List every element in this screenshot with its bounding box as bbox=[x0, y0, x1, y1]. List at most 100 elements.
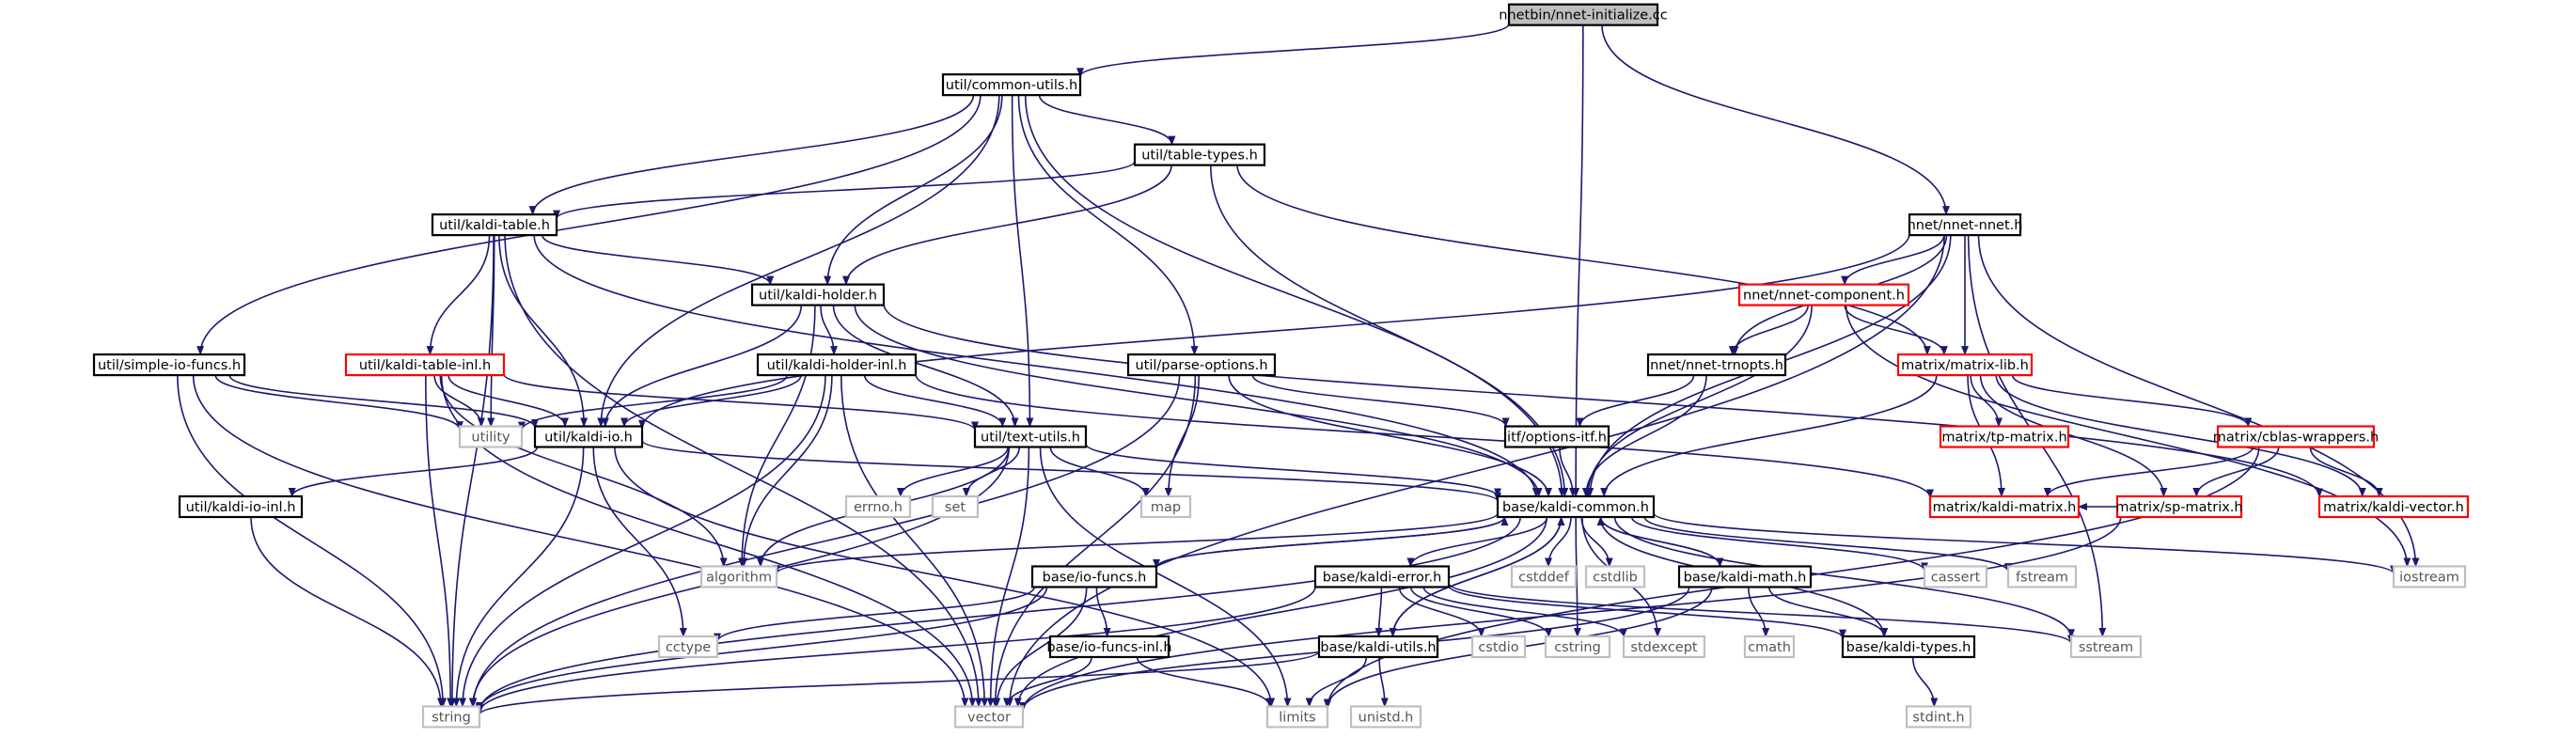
node-kaldi-common[interactable]: base/kaldi-common.h bbox=[1496, 494, 1656, 519]
node-sp-matrix[interactable]: matrix/sp-matrix.h bbox=[2115, 494, 2243, 519]
node-box bbox=[2006, 565, 2078, 588]
edge-text-utils-to-errno bbox=[896, 447, 1009, 497]
node-label: util/kaldi-io-inl.h bbox=[186, 500, 296, 515]
edge-table-types-to-matrix-lib bbox=[1236, 165, 1931, 356]
node-io-funcs-inl[interactable]: base/io-funcs-inl.h bbox=[1046, 635, 1172, 659]
edge-kaldi-io-to-limits bbox=[614, 447, 1276, 708]
node-cstdlib: cstdlib bbox=[1584, 565, 1646, 588]
node-label: fstream bbox=[2016, 570, 2068, 585]
node-iostream: iostream bbox=[2392, 565, 2467, 588]
node-box bbox=[2392, 565, 2467, 588]
node-kaldi-io-inl[interactable]: util/kaldi-io-inl.h bbox=[178, 494, 304, 519]
edge-kaldi-error-to-cstdio bbox=[1398, 587, 1485, 637]
node-label: vector bbox=[967, 710, 1011, 725]
edge-kaldi-holder-to-kaldi-io bbox=[601, 305, 803, 428]
edge-kaldi-table-to-kaldi-io bbox=[498, 235, 589, 428]
node-label: cassert bbox=[1931, 570, 1981, 585]
node-label: nnet/nnet-trnopts.h bbox=[1650, 358, 1783, 373]
node-parse-options[interactable]: util/parse-options.h bbox=[1126, 353, 1277, 377]
node-label: map bbox=[1151, 500, 1181, 515]
edge-kaldi-holder-to-kaldi-vector bbox=[883, 304, 2323, 498]
node-kaldi-types[interactable]: base/kaldi-types.h bbox=[1841, 635, 1976, 659]
node-vector: vector bbox=[953, 705, 1025, 729]
node-box bbox=[1939, 425, 2070, 448]
node-kaldi-matrix[interactable]: matrix/kaldi-matrix.h bbox=[1928, 494, 2081, 519]
edge-common-utils-to-kaldi-table bbox=[528, 95, 975, 216]
node-algorithm: algorithm bbox=[699, 565, 778, 588]
node-box bbox=[1928, 494, 2081, 519]
node-kaldi-io[interactable]: util/kaldi-io.h bbox=[533, 425, 644, 448]
edge-nnet-component-to-nnet-trnopts bbox=[1728, 305, 1809, 356]
node-box bbox=[1905, 705, 1972, 729]
edge-sp-matrix-to-vector bbox=[1019, 516, 2122, 713]
node-nnet-trnopts[interactable]: nnet/nnet-trnopts.h bbox=[1646, 353, 1787, 377]
node-box bbox=[2115, 494, 2243, 519]
node-kaldi-table-inl[interactable]: util/kaldi-table-inl.h bbox=[344, 353, 506, 377]
node-box bbox=[657, 635, 719, 659]
node-kaldi-table[interactable]: util/kaldi-table.h bbox=[431, 213, 558, 237]
node-cstring: cstring bbox=[1544, 635, 1611, 659]
node-nnet-initialize[interactable]: nnetbin/nnet-initialize.cc bbox=[1499, 3, 1668, 26]
edge-text-utils-to-kaldi-common bbox=[1085, 443, 1501, 498]
node-io-funcs[interactable]: base/io-funcs.h bbox=[1030, 565, 1158, 588]
edge-common-utils-to-table-types bbox=[1038, 94, 1176, 146]
node-box bbox=[533, 425, 644, 448]
edge-kaldi-utils-to-limits bbox=[1305, 656, 1368, 708]
node-kaldi-vector[interactable]: matrix/kaldi-vector.h bbox=[2317, 494, 2470, 519]
node-kaldi-utils[interactable]: base/kaldi-utils.h bbox=[1317, 635, 1439, 659]
node-kaldi-error[interactable]: base/kaldi-error.h bbox=[1313, 565, 1451, 588]
node-box bbox=[1265, 705, 1329, 729]
node-label: nnetbin/nnet-initialize.cc bbox=[1499, 8, 1668, 24]
node-box bbox=[750, 283, 886, 306]
node-cblas-wrappers[interactable]: matrix/cblas-wrappers.h bbox=[2213, 425, 2379, 448]
node-stdexcept: stdexcept bbox=[1622, 635, 1706, 659]
node-box bbox=[1646, 353, 1787, 377]
node-box bbox=[1622, 635, 1706, 659]
node-label: stdexcept bbox=[1630, 640, 1698, 655]
edge-table-types-to-kaldi-table bbox=[553, 161, 1136, 220]
edge-kaldi-holder-to-kaldi-holder-inl bbox=[820, 305, 839, 356]
node-box bbox=[699, 565, 778, 588]
node-box bbox=[1923, 565, 1988, 588]
node-box bbox=[1030, 565, 1158, 588]
node-box bbox=[1507, 3, 1659, 26]
node-cassert: cassert bbox=[1923, 565, 1988, 588]
node-label: base/io-funcs-inl.h bbox=[1046, 640, 1171, 655]
node-text-utils[interactable]: util/text-utils.h bbox=[973, 425, 1088, 448]
edge-kaldi-utils-to-kaldi-common bbox=[1391, 516, 1565, 636]
node-kaldi-holder-inl[interactable]: util/kaldi-holder-inl.h bbox=[756, 353, 918, 377]
node-label: base/kaldi-common.h bbox=[1502, 500, 1649, 515]
node-box bbox=[1544, 635, 1611, 659]
edge-common-utils-to-parse-options bbox=[1017, 95, 1199, 356]
node-kaldi-holder[interactable]: util/kaldi-holder.h bbox=[750, 283, 886, 306]
edge-parse-options-to-string bbox=[469, 375, 1181, 708]
edge-matrix-lib-to-tp-matrix bbox=[1970, 375, 2003, 428]
node-options-itf[interactable]: itf/options-itf.h bbox=[1503, 425, 1610, 448]
node-tp-matrix[interactable]: matrix/tp-matrix.h bbox=[1939, 425, 2070, 448]
node-label: cstddef bbox=[1518, 570, 1570, 585]
edge-kaldi-holder-inl-to-text-utils bbox=[863, 374, 1007, 428]
node-label: utility bbox=[471, 431, 510, 446]
node-nnet-component[interactable]: nnet/nnet-component.h bbox=[1737, 283, 1910, 306]
node-errno: errno.h bbox=[844, 494, 912, 519]
node-box bbox=[953, 705, 1025, 729]
node-kaldi-math[interactable]: base/kaldi-math.h bbox=[1677, 565, 1813, 588]
node-table-types[interactable]: util/table-types.h bbox=[1133, 143, 1266, 166]
node-box bbox=[1677, 565, 1813, 588]
node-matrix-lib[interactable]: matrix/matrix-lib.h bbox=[1896, 353, 2034, 377]
edge-kaldi-common-to-sstream bbox=[1613, 516, 2075, 639]
edge-kaldi-io-to-kaldi-common bbox=[641, 439, 1501, 503]
edge-kaldi-common-to-cstddef bbox=[1545, 516, 1572, 568]
node-nnet-nnet[interactable]: nnet/nnet-nnet.h bbox=[1908, 213, 2023, 237]
node-common-utils[interactable]: util/common-utils.h bbox=[941, 73, 1082, 97]
edge-nnet-trnopts-to-options-itf bbox=[1576, 374, 1695, 428]
edge-nnet-component-to-matrix-lib bbox=[1844, 305, 1948, 356]
node-box bbox=[421, 705, 481, 729]
node-map: map bbox=[1139, 494, 1192, 519]
edge-matrix-lib-to-sp-matrix bbox=[1979, 375, 2168, 497]
edge-kaldi-common-to-algorithm bbox=[773, 512, 1499, 575]
node-box bbox=[1896, 353, 2034, 377]
node-box bbox=[178, 494, 304, 519]
node-simple-io-funcs[interactable]: util/simple-io-funcs.h bbox=[92, 353, 246, 377]
